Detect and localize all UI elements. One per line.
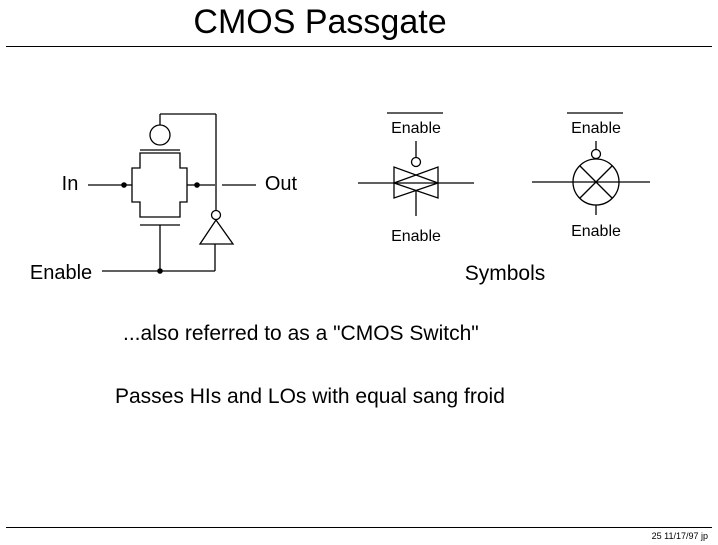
title-rule [6,46,712,47]
symbols-heading: Symbols [465,262,546,285]
cmos-switch-caption: ...also referred to as a "CMOS Switch" [123,322,479,345]
circle-enable-bar-label: Enable [571,120,621,137]
bowtie-enable-bar-label: Enable [391,120,441,137]
footer-rule [6,527,712,528]
pmos-transistor [131,114,188,185]
enable-wire [102,225,216,272]
inverter [160,113,235,245]
passes-caption: Passes HIs and LOs with equal sang froid [115,385,505,408]
circle-symbol: Enable Enable [532,112,650,240]
enable-input-label: Enable [30,262,92,284]
footer-page-date: 25 11/17/97 jp [651,531,708,541]
in-label: In [62,173,79,195]
out-label: Out [265,173,298,195]
circle-enable-label: Enable [571,223,621,240]
bowtie-enable-label: Enable [391,228,441,245]
slide-title: CMOS Passgate [193,3,447,41]
passgate-schematic: In Out Enable [30,113,298,284]
nmos-transistor [131,185,188,226]
bowtie-symbol: Enable Enable [358,112,474,245]
